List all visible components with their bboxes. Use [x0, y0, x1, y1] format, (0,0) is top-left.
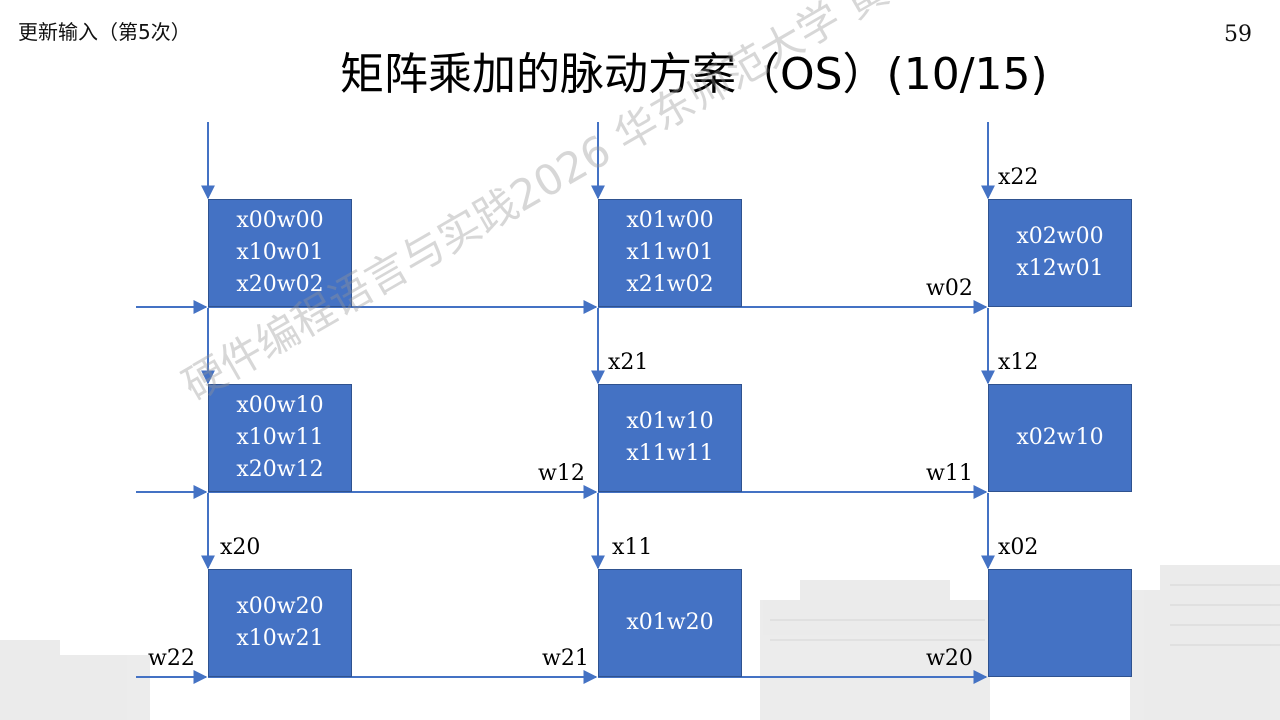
section-label: 更新输入（第5次） [18, 20, 191, 44]
pe-term: x10w21 [236, 626, 324, 651]
pe-1-1: x01w10 x11w11 [598, 384, 742, 492]
pe-0-0: x00w00 x10w01 x20w02 [208, 199, 352, 307]
pe-2-0: x00w20 x10w21 [208, 569, 352, 677]
pe-term: x00w20 [236, 594, 324, 619]
pe-term: x10w11 [236, 425, 324, 450]
pe-2-1: x01w20 [598, 569, 742, 677]
pe-2-2 [988, 569, 1132, 677]
pe-term: x11w01 [626, 240, 714, 265]
pe-term: x20w02 [236, 272, 324, 297]
w-input-label: w22 [148, 646, 195, 671]
x-input-label: x12 [998, 350, 1039, 375]
pe-term: x12w01 [1016, 256, 1104, 281]
slide-title: 矩阵乘加的脉动方案（OS）(10/15) [340, 49, 1048, 100]
pe-term: x02w10 [1016, 425, 1104, 450]
w-input-label: w12 [538, 461, 585, 486]
w-input-label: w21 [542, 646, 589, 671]
w-input-label: w11 [926, 461, 973, 486]
x-input-label: x02 [998, 535, 1039, 560]
pe-term: x21w02 [626, 272, 714, 297]
x-input-label: x21 [608, 350, 649, 375]
pe-0-2: x02w00 x12w01 [988, 199, 1132, 307]
pe-term: x01w00 [626, 208, 714, 233]
pe-term: x01w20 [626, 610, 714, 635]
pe-0-1: x01w00 x11w01 x21w02 [598, 199, 742, 307]
pe-term: x10w01 [236, 240, 324, 265]
pe-1-0: x00w10 x10w11 x20w12 [208, 384, 352, 492]
w-input-label: w20 [926, 646, 973, 671]
pe-term: x00w10 [236, 393, 324, 418]
page-number: 59 [1224, 22, 1252, 47]
pe-term: x20w12 [236, 457, 324, 482]
pe-term: x02w00 [1016, 224, 1104, 249]
pe-1-2: x02w10 [988, 384, 1132, 492]
pe-term: x11w11 [626, 441, 714, 466]
w-input-label: w02 [926, 276, 973, 301]
pe-term: x00w00 [236, 208, 324, 233]
pe-term: x01w10 [626, 409, 714, 434]
x-input-label: x20 [220, 535, 261, 560]
x-input-label: x11 [612, 535, 653, 560]
x-input-label: x22 [998, 165, 1039, 190]
